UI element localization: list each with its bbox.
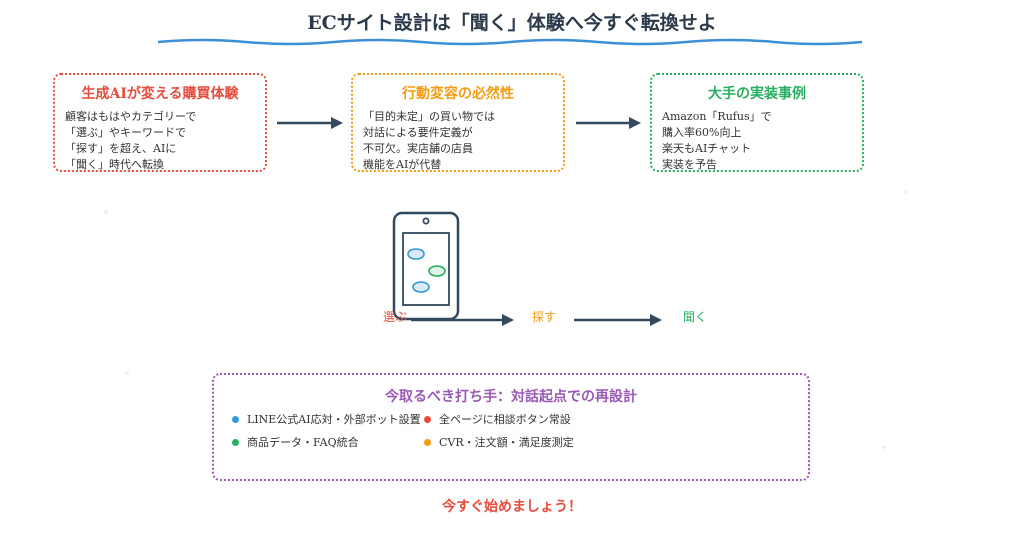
- box-behavior-change-body: 「目的未定」の買い物では 対話による要件定義が 不可欠。実店舗の店員 機能をAI…: [363, 110, 495, 171]
- decor-dot: [903, 190, 907, 194]
- arrow-sagasu-kiku: [574, 314, 662, 326]
- bullet-dot-red: [424, 415, 431, 423]
- box-case-studies-heading: 大手の実装事例: [708, 86, 806, 102]
- bullet-dot-blue: [232, 415, 239, 423]
- call-to-action: 今すぐ始めましょう！: [442, 499, 582, 515]
- action-item: LINE公式AI応対・外部ボット設置: [232, 411, 421, 427]
- action-item: 商品データ・FAQ統合: [232, 434, 359, 450]
- decor-dot: [882, 445, 886, 449]
- box-case-studies-body: Amazon「Rufus」で 購入率60%向上 楽天もAIチャット 実装を予告: [662, 110, 772, 171]
- box-behavior-change: 行動変容の必然性 「目的未定」の買い物では 対話による要件定義が 不可欠。実店舗…: [351, 73, 565, 172]
- bullet-dot-orange: [424, 438, 431, 446]
- box-behavior-change-heading: 行動変容の必然性: [402, 86, 514, 102]
- page-title: ECサイト設計は「聞く」体験へ今すぐ転換せよ: [307, 12, 717, 34]
- box-ai-shopping: 生成AIが変える購買体験 顧客はもはやカテゴリーで 「選ぶ」やキーワードで 「探…: [53, 73, 267, 172]
- action-item: 全ページに相談ボタン常設: [424, 411, 571, 427]
- title-underline-wave: [158, 38, 863, 46]
- flow-label-sagasu: 探す: [532, 310, 557, 324]
- decor-dot: [125, 371, 129, 375]
- box-ai-shopping-heading: 生成AIが変える購買体験: [81, 86, 239, 102]
- action-heading: 今取るべき打ち手：対話起点での再設計: [385, 389, 637, 405]
- flow-label-kiku: 聞く: [683, 310, 708, 324]
- flow-label-erabu: 選ぶ: [383, 310, 408, 324]
- action-box: 今取るべき打ち手：対話起点での再設計 LINE公式AI応対・外部ボット設置 全ペ…: [212, 373, 810, 481]
- smartphone-icon: [392, 211, 460, 321]
- decor-dot: [104, 210, 108, 214]
- arrow-box2-box3: [576, 117, 641, 129]
- box-ai-shopping-body: 顧客はもはやカテゴリーで 「選ぶ」やキーワードで 「探す」を超え、AIに 「聞く…: [65, 110, 197, 171]
- arrow-erabu-sagasu: [411, 314, 514, 326]
- bullet-dot-green: [232, 438, 239, 446]
- arrow-box1-box2: [277, 117, 343, 129]
- action-item: CVR・注文額・満足度測定: [424, 434, 574, 450]
- box-case-studies: 大手の実装事例 Amazon「Rufus」で 購入率60%向上 楽天もAIチャッ…: [650, 73, 864, 172]
